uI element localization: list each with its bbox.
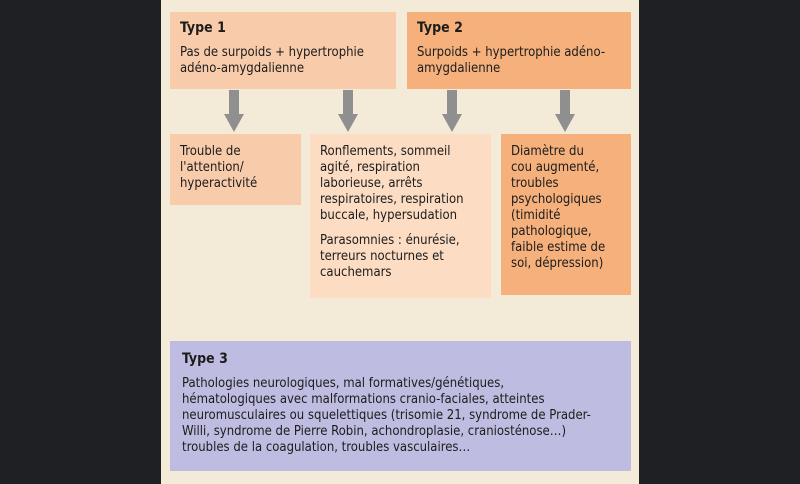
respiratory-symptoms-text: Ronflements, sommeil agité, respiration … [320,144,464,223]
type2-title: Type 2 [417,20,463,36]
type3-description: Pathologies neurologiques, mal formative… [182,376,591,455]
arrow-down-icon [442,90,462,132]
type3-box: Type 3 Pathologies neurologiques, mal fo… [170,341,631,471]
type2-description: Surpoids + hypertrophie adéno- amygdalie… [417,45,606,76]
attention-disorder-text: Trouble de l'attention/ hyperactivité [180,144,258,191]
respiratory-symptoms-box: Ronflements, sommeil agité, respiration … [310,134,491,298]
type1-box: Type 1 Pas de surpoids + hypertrophie ad… [170,12,396,89]
type1-description: Pas de surpoids + hypertrophie adéno-amy… [180,45,364,76]
type3-title: Type 3 [182,351,228,367]
parasomnia-text: Parasomnies : énurésie, terreurs nocturn… [320,233,460,280]
neck-psychological-box: Diamètre du cou augmenté, troubles psych… [501,134,631,295]
type1-title: Type 1 [180,20,226,36]
arrow-down-icon [224,90,244,132]
arrow-down-icon [338,90,358,132]
arrow-down-icon [555,90,575,132]
attention-disorder-box: Trouble de l'attention/ hyperactivité [170,134,301,205]
neck-psychological-text: Diamètre du cou augmenté, troubles psych… [511,144,606,271]
type2-box: Type 2 Surpoids + hypertrophie adéno- am… [407,12,631,89]
